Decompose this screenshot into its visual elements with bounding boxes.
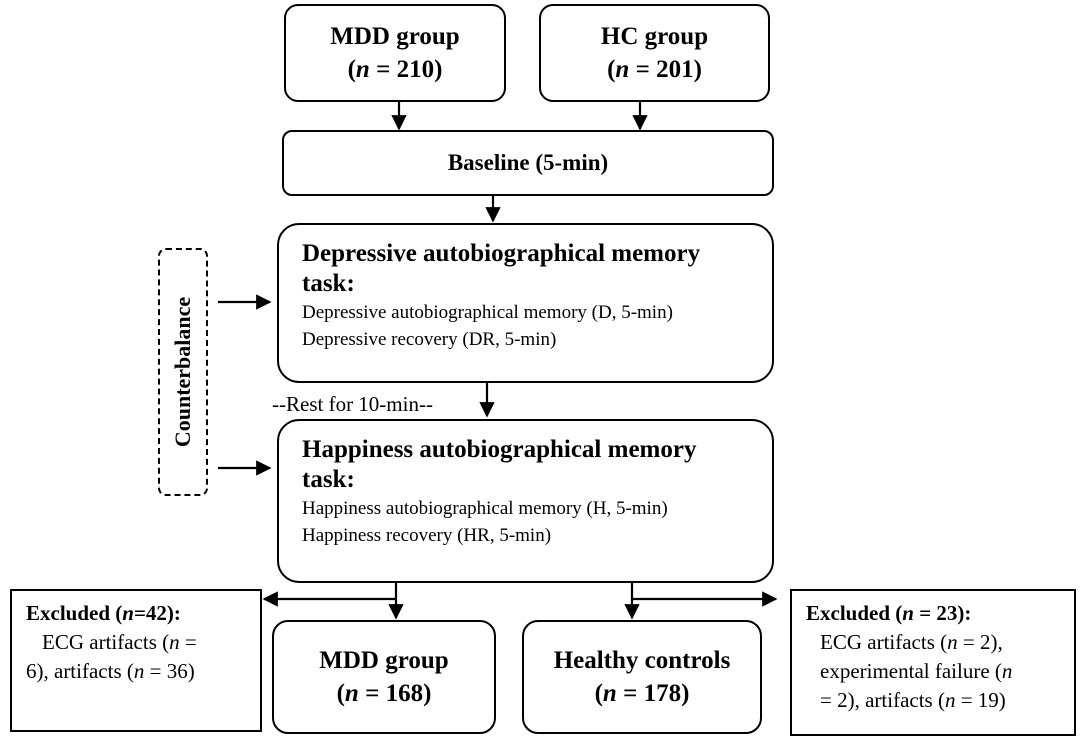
depressive-task-title-line1: Depressive autobiographical memory xyxy=(302,240,701,267)
mdd-final-count: (n = 168) xyxy=(336,680,432,707)
excluded-right-line3: = 2), artifacts (n = 19) xyxy=(820,688,1006,712)
baseline-box: Baseline (5-min) xyxy=(282,130,774,196)
mdd-group-box: MDD group (n = 210) xyxy=(284,4,506,102)
happiness-task-title-line2: task: xyxy=(302,466,355,493)
hc-group-title: HC group xyxy=(600,23,709,50)
excluded-right-box: Excluded (n = 23): ECG artifacts (n = 2)… xyxy=(790,589,1076,736)
hc-final-box: Healthy controls (n = 178) xyxy=(522,620,762,734)
hc-group-count: (n = 201) xyxy=(607,56,702,83)
mdd-final-title: MDD group xyxy=(319,647,449,674)
excluded-right-line1: ECG artifacts (n = 2), xyxy=(820,630,1003,654)
happiness-task-item: Happiness recovery (HR, 5-min) xyxy=(302,525,552,546)
happiness-task-box: Happiness autobiographical memory task: … xyxy=(277,419,774,583)
excluded-right-line2: experimental failure (n xyxy=(820,659,1013,683)
excluded-left-box: Excluded (n=42): ECG artifacts (n = 6), … xyxy=(10,589,262,732)
depressive-task-box: Depressive autobiographical memory task:… xyxy=(277,223,774,383)
happiness-task-title-line1: Happiness autobiographical memory xyxy=(302,436,697,463)
depressive-task-item: Depressive autobiographical memory (D, 5… xyxy=(302,302,673,323)
mdd-group-count: (n = 210) xyxy=(347,56,443,83)
counterbalance-box: Counterbalance xyxy=(158,248,208,496)
hc-final-title: Healthy controls xyxy=(553,647,731,674)
excluded-right-title: Excluded (n = 23): xyxy=(806,601,972,625)
depressive-task-item: Depressive recovery (DR, 5-min) xyxy=(302,329,557,350)
excluded-left-line2: 6), artifacts (n = 36) xyxy=(26,659,195,683)
excluded-left-title: Excluded (n=42): xyxy=(26,601,181,625)
counterbalance-label: Counterbalance xyxy=(170,296,195,448)
mdd-group-title: MDD group xyxy=(330,23,460,50)
hc-final-count: (n = 178) xyxy=(594,680,690,707)
excluded-left-line1: ECG artifacts (n = xyxy=(42,630,197,654)
depressive-task-title-line2: task: xyxy=(302,270,355,297)
mdd-final-box: MDD group (n = 168) xyxy=(272,620,496,734)
hc-group-box: HC group (n = 201) xyxy=(539,4,770,102)
rest-label: --Rest for 10-min-- xyxy=(272,392,433,416)
happiness-task-item: Happiness autobiographical memory (H, 5-… xyxy=(302,498,668,519)
baseline-label: Baseline (5-min) xyxy=(447,150,609,175)
